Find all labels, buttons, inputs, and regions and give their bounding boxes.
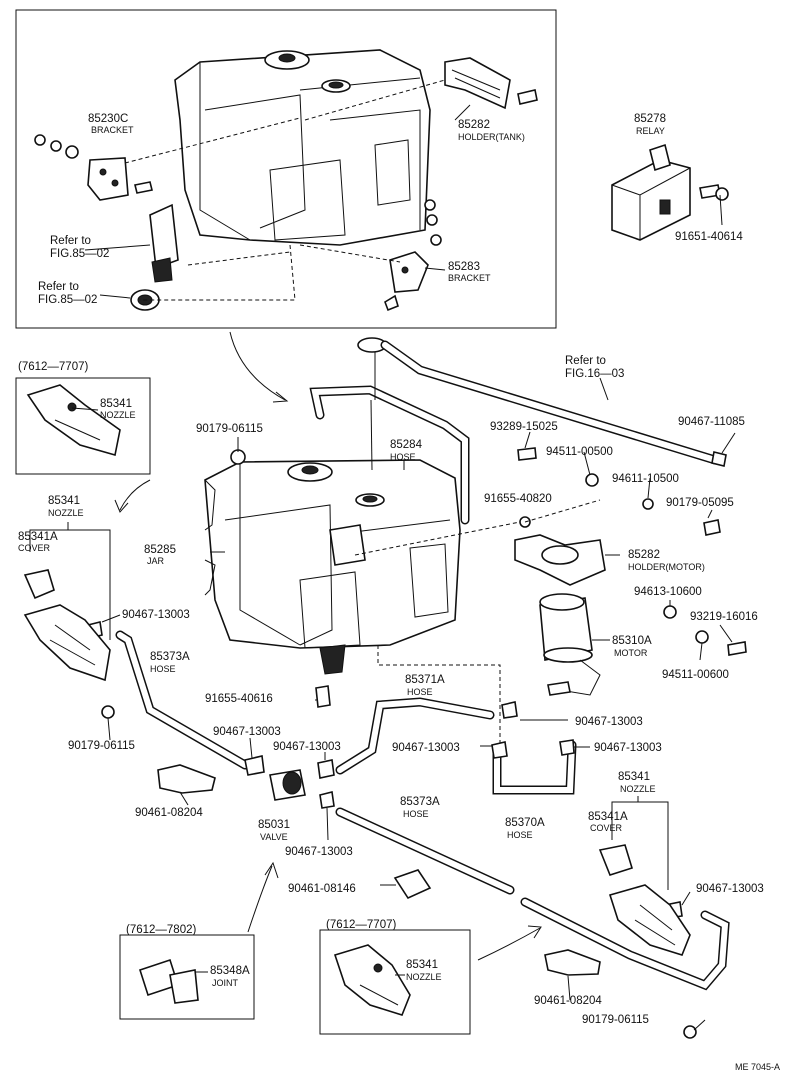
label-hose-85284: HOSE: [390, 452, 416, 462]
label-90461-08204-a: 90461-08204: [135, 807, 203, 819]
label-valve: VALVE: [260, 832, 288, 842]
label-nozzle-d: NOZZLE: [406, 972, 442, 982]
label-85341-c: 85341: [618, 771, 650, 783]
label-90467-13003-f: 90467-13003: [594, 742, 662, 754]
label-refer-b1: Refer to: [38, 281, 79, 293]
label-85282-tank: 85282: [458, 119, 490, 131]
label-85310a: 85310A: [612, 635, 652, 647]
label-94613-10600: 94613-10600: [634, 586, 702, 598]
label-94511-00500: 94511-00500: [546, 446, 613, 458]
label-85230c: 85230C: [88, 113, 128, 125]
label-range-2: (7612—7802): [126, 924, 196, 936]
label-refer-b2: FIG.85—02: [38, 294, 97, 306]
label-85031: 85031: [258, 819, 290, 831]
label-90467-13003-a: 90467-13003: [122, 609, 190, 621]
label-refer-a2: FIG.85—02: [50, 248, 109, 260]
label-85341a-b: 85341A: [588, 811, 628, 823]
label-90179-06115-b: 90179-06115: [68, 740, 135, 752]
jar-85285: [204, 459, 461, 675]
joint-85348a: [138, 958, 199, 1004]
label-bracket-bot: BRACKET: [448, 273, 491, 283]
label-94511-00600: 94511-00600: [662, 669, 729, 681]
label-jar: JAR: [147, 556, 165, 566]
top-assembly-frame: [15, 9, 557, 329]
label-cover-a: COVER: [18, 543, 51, 553]
label-85285: 85285: [144, 544, 176, 556]
label-cover-b: COVER: [590, 823, 623, 833]
label-joint: JOINT: [212, 978, 239, 988]
label-85373a-b: 85373A: [400, 796, 440, 808]
label-90179-06115-top: 90179-06115: [196, 423, 263, 435]
clamps: [87, 621, 697, 1039]
label-nozzle-b: NOZZLE: [48, 508, 84, 518]
label-refer-a1: Refer to: [50, 235, 91, 247]
label-bracket-top: BRACKET: [91, 125, 134, 135]
nozzle-left: [23, 569, 111, 682]
hose-holders: [157, 764, 601, 976]
label-85341-d: 85341: [406, 959, 438, 971]
relay-85278: [611, 143, 729, 241]
label-85371a: 85371A: [405, 674, 445, 686]
holder-motor-85282: [514, 516, 606, 586]
label-motor: MOTOR: [614, 648, 648, 658]
label-94611-10500: 94611-10500: [612, 473, 679, 485]
label-85278: 85278: [634, 113, 666, 125]
label-90467-13003-h: 90467-13003: [696, 883, 764, 895]
label-85282-motor: 85282: [628, 549, 660, 561]
label-hose-85373a-a: HOSE: [150, 664, 176, 674]
label-91655-40820: 91655-40820: [484, 493, 552, 505]
label-nozzle-a: NOZZLE: [100, 410, 136, 420]
label-90467-13003-b: 90467-13003: [575, 716, 643, 728]
label-85284: 85284: [390, 439, 423, 451]
label-90467-13003-g: 90467-13003: [285, 846, 353, 858]
label-hose-85371a: HOSE: [407, 687, 433, 697]
label-90461-08204-b: 90461-08204: [534, 995, 602, 1007]
label-85341-a: 85341: [100, 398, 132, 410]
label-93219-16016: 93219-16016: [690, 611, 758, 623]
label-holder-motor: HOLDER(MOTOR): [628, 562, 705, 572]
label-90179-06115-c: 90179-06115: [582, 1014, 649, 1026]
label-85370a: 85370A: [505, 817, 545, 829]
label-refer-c1: Refer to: [565, 355, 606, 367]
nozzle-inset-top: [26, 384, 121, 457]
label-91655-40616: 91655-40616: [205, 693, 273, 705]
figure-code: ME 7045-A: [735, 1062, 780, 1072]
label-85341-b: 85341: [48, 495, 80, 507]
label-90467-11085: 90467-11085: [678, 416, 745, 428]
label-hose-85373a-b: HOSE: [403, 809, 429, 819]
label-90467-13003-c: 90467-13003: [213, 726, 281, 738]
label-hose-85370a: HOSE: [507, 830, 533, 840]
label-relay: RELAY: [636, 126, 665, 136]
nozzle-inset-bottom: [333, 944, 411, 1016]
inset-nozzle-bottom-frame: [319, 929, 471, 1035]
label-85348a: 85348A: [210, 965, 250, 977]
pump-top: [130, 203, 179, 311]
label-90467-13003-d: 90467-13003: [273, 741, 341, 753]
label-refer-c2: FIG.16—03: [565, 368, 624, 380]
label-85341a-a: 85341A: [18, 531, 58, 543]
label-85283: 85283: [448, 261, 480, 273]
label-holder-tank: HOLDER(TANK): [458, 132, 525, 142]
label-93289-15025: 93289-15025: [490, 421, 558, 433]
inset-joint-frame: [119, 934, 255, 1020]
motor-85310a: [539, 593, 601, 696]
label-90467-13003-e: 90467-13003: [392, 742, 460, 754]
washer-tank-top: [174, 49, 431, 246]
label-90461-08146: 90461-08146: [288, 883, 356, 895]
holder-tank-85282: [444, 57, 538, 110]
label-85373a-a: 85373A: [150, 651, 190, 663]
label-91651-40614: 91651-40614: [675, 231, 743, 243]
label-90179-05095: 90179-05095: [666, 497, 734, 509]
inset-nozzle-frame: [15, 377, 151, 475]
valve-85031: [269, 769, 306, 801]
bracket-85230c: [34, 134, 153, 201]
label-range-3: (7612—7707): [326, 919, 396, 931]
label-nozzle-c: NOZZLE: [620, 784, 656, 794]
nozzle-right: [598, 844, 691, 956]
label-range-1: (7612—7707): [18, 361, 88, 373]
